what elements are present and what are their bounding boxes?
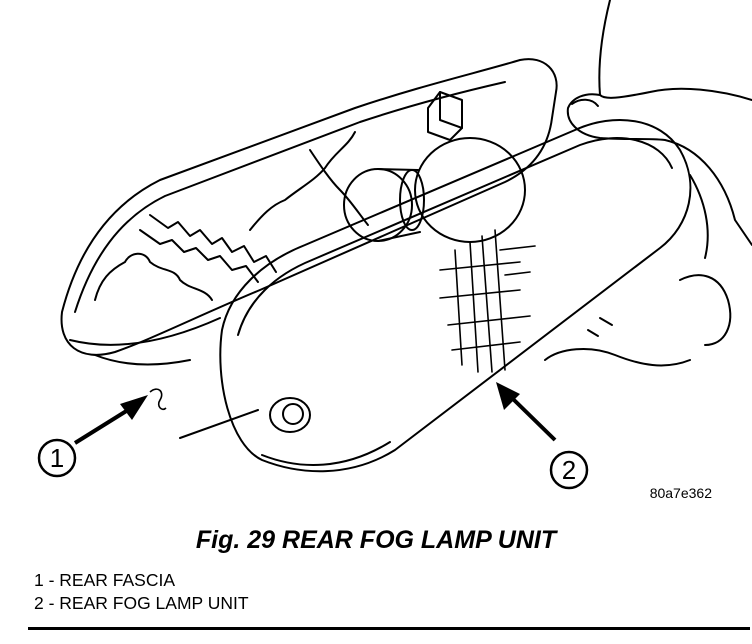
fascia-inner-edge (74, 81, 506, 313)
callout-arrows (73, 382, 557, 445)
figure-caption: Fig. 29 REAR FOG LAMP UNIT (195, 526, 557, 554)
fog-lamp-illustration: 1 2 80a7e362 (37, 0, 752, 501)
cavity-inner-contour-3 (309, 149, 369, 226)
callout-arrow-1-head (120, 395, 148, 420)
cavity-ribbed-edge (149, 214, 277, 273)
callout-2-circle (549, 450, 589, 490)
fog-lamp-body (219, 119, 692, 473)
callout-arrow-2-head (496, 382, 520, 410)
socket-ring (399, 169, 425, 231)
callout-1: 1 (37, 438, 77, 478)
fog-lamp-lens-lower (261, 441, 391, 466)
legend-item-rear-fog-lamp-unit: 2 - REAR FOG LAMP UNIT (34, 593, 249, 613)
fog-lamp-lens-edge (237, 137, 673, 336)
cavity-ribbed-edge-2 (139, 229, 259, 283)
callout-arrow-2-shaft (510, 396, 557, 442)
callout-2: 2 (549, 450, 589, 490)
hand-outline (566, 0, 752, 246)
finger-outline (679, 274, 732, 346)
cavity-inner-contour-2 (249, 131, 356, 231)
lamp-housing-rear (414, 137, 526, 243)
bulb-socket (343, 168, 413, 242)
lamp-mounting-tab (269, 397, 311, 433)
mounting-bracket-tab (439, 91, 463, 129)
hand-edge (689, 174, 709, 259)
figure-reference-code: 80a7e362 (650, 485, 713, 501)
fascia-lower-lip (69, 317, 221, 346)
finger-crease (587, 317, 613, 337)
callout-arrow-1-shaft (73, 408, 130, 445)
fascia-bottom-line (179, 409, 259, 439)
callout-1-number: 1 (50, 443, 64, 473)
legend-item-rear-fascia: 1 - REAR FASCIA (34, 570, 176, 590)
figure-legend: 1 - REAR FASCIA 2 - REAR FOG LAMP UNIT (34, 569, 249, 615)
rear-fascia-outline (60, 58, 558, 356)
fascia-bottom-line-2 (94, 354, 191, 366)
lamp-mounting-tab-inner (282, 403, 304, 425)
finger-lower (544, 348, 691, 367)
cavity-inner-contour (94, 252, 213, 301)
thumb-outline (599, 87, 752, 101)
callout-arrow-1-hook (149, 388, 167, 411)
lens-grid (439, 229, 536, 373)
callout-1-circle (37, 438, 77, 478)
callout-2-number: 2 (562, 455, 576, 485)
bottom-divider (28, 627, 750, 630)
thumb-nail (571, 98, 599, 107)
